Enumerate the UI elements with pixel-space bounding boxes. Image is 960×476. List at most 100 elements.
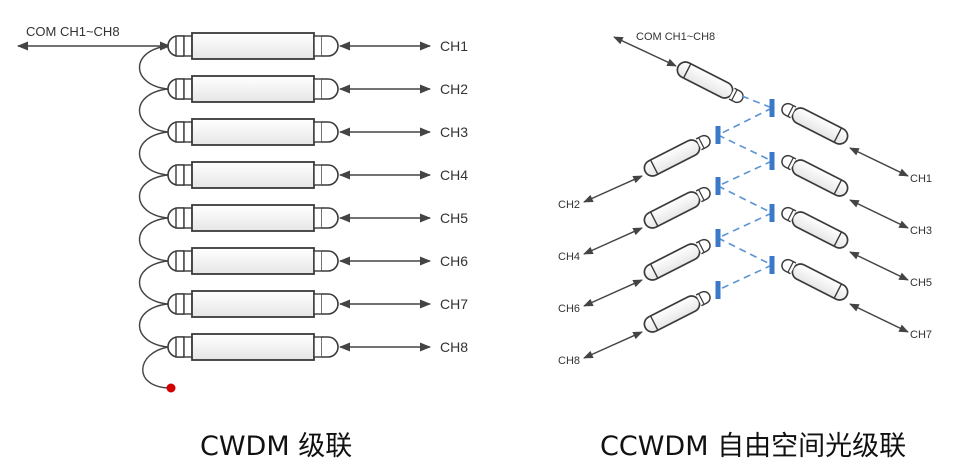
collimator-ch6 — [643, 239, 711, 281]
right-ferrule — [313, 78, 323, 100]
channel-label: CH7 — [910, 329, 932, 341]
ccwdm-caption: CCWDM 自由空间光级联 — [600, 431, 907, 462]
free-space-beam — [741, 95, 773, 109]
right-ferrule — [313, 336, 323, 358]
right-ferrule — [313, 207, 323, 229]
free-space-beam — [717, 185, 773, 214]
channel-label: CH4 — [558, 251, 580, 263]
com-arrow — [613, 36, 677, 67]
collimator-lens-seam — [731, 89, 738, 101]
left-ferrule — [175, 164, 185, 186]
filter-body — [191, 75, 315, 103]
channel-arrow-ch4 — [583, 227, 643, 255]
collimator-body — [791, 263, 849, 301]
channel-label: CH5 — [440, 210, 468, 226]
com-label: COM CH1~CH8 — [636, 31, 715, 43]
filter-body — [191, 290, 315, 318]
filter-body — [191, 247, 315, 275]
cwdm-device-ch3: CH3 — [167, 118, 468, 146]
cwdm-device-ch2: CH2 — [167, 75, 468, 103]
right-cap — [322, 35, 339, 57]
channel-label: CH2 — [558, 199, 580, 211]
collimator-lens-seam — [698, 189, 705, 201]
collimator-lens-seam — [698, 241, 705, 253]
collimator-seam — [833, 231, 843, 247]
left-ferrule-inner — [183, 293, 193, 315]
left-ferrule-inner — [183, 78, 193, 100]
collimator-seam — [833, 283, 843, 299]
collimator-ch3 — [781, 155, 849, 197]
collimator-body — [791, 107, 849, 145]
channel-arrow-ch1 — [849, 147, 909, 177]
free-space-beam — [717, 212, 773, 239]
left-ferrule-inner — [183, 250, 193, 272]
channel-arrow-ch5 — [849, 251, 909, 281]
collimator-body — [643, 191, 701, 229]
channel-label: CH2 — [440, 81, 468, 97]
channel-label: CH6 — [440, 253, 468, 269]
thin-film-filter-right — [769, 256, 775, 274]
right-ferrule — [313, 35, 323, 57]
collimator-seam — [649, 315, 659, 331]
filter-body — [191, 204, 315, 232]
right-cap — [322, 293, 339, 315]
right-ferrule — [313, 250, 323, 272]
cascade-fiber — [139, 260, 169, 305]
channel-label: CH8 — [558, 355, 580, 367]
channel-arrow-ch8 — [583, 331, 643, 359]
channel-label: CH1 — [440, 38, 468, 54]
collimator-seam — [649, 159, 659, 175]
channel-arrow-ch6 — [583, 279, 643, 307]
thin-film-filter-left — [715, 281, 721, 299]
left-ferrule-inner — [183, 336, 193, 358]
collimator-body — [676, 61, 734, 99]
collimator-ch8 — [643, 291, 711, 333]
thin-film-filter-left — [715, 126, 721, 144]
collimator-seam — [649, 211, 659, 227]
cwdm-device-ch1: CH1 — [167, 32, 468, 60]
collimator-seam — [682, 63, 692, 79]
channel-arrow-ch3 — [849, 199, 909, 229]
cwdm-device-ch6: CH6 — [167, 247, 468, 275]
channel-label: CH3 — [910, 225, 932, 237]
right-ferrule — [313, 121, 323, 143]
cascade-fiber — [139, 303, 169, 348]
cwdm-device-ch8: CH8 — [167, 333, 468, 361]
right-ferrule — [313, 164, 323, 186]
collimator-ch4 — [643, 187, 711, 229]
collimator-lens-seam — [787, 261, 794, 273]
cascade-fiber — [139, 217, 169, 262]
channel-arrow-ch2 — [583, 175, 643, 203]
left-ferrule — [175, 121, 185, 143]
left-ferrule-inner — [183, 121, 193, 143]
collimator-seam — [833, 127, 843, 143]
collimator-body — [791, 211, 849, 249]
collimator-lens-seam — [698, 293, 705, 305]
left-ferrule — [175, 207, 185, 229]
collimator-body — [791, 159, 849, 197]
right-cap — [322, 78, 339, 100]
thin-film-filter-right — [769, 152, 775, 170]
filter-body — [191, 161, 315, 189]
right-cap — [322, 207, 339, 229]
filter-body — [191, 32, 315, 60]
collimator-body — [643, 243, 701, 281]
collimator-body — [643, 295, 701, 333]
collimator-lens-seam — [787, 105, 794, 117]
free-space-beam — [717, 237, 773, 266]
free-space-beam — [717, 107, 773, 136]
channel-label: CH7 — [440, 296, 468, 312]
cascade-fiber — [139, 131, 169, 176]
cwdm-device-ch7: CH7 — [167, 290, 468, 318]
left-ferrule-inner — [183, 35, 193, 57]
channel-label: CH6 — [558, 303, 580, 315]
cwdm-device-ch5: CH5 — [167, 204, 468, 232]
cascade-fiber — [139, 88, 169, 133]
channel-label: CH3 — [440, 124, 468, 140]
cwdm-caption: CWDM 级联 — [200, 431, 353, 462]
filter-body — [191, 333, 315, 361]
filter-body — [191, 118, 315, 146]
right-cap — [322, 121, 339, 143]
